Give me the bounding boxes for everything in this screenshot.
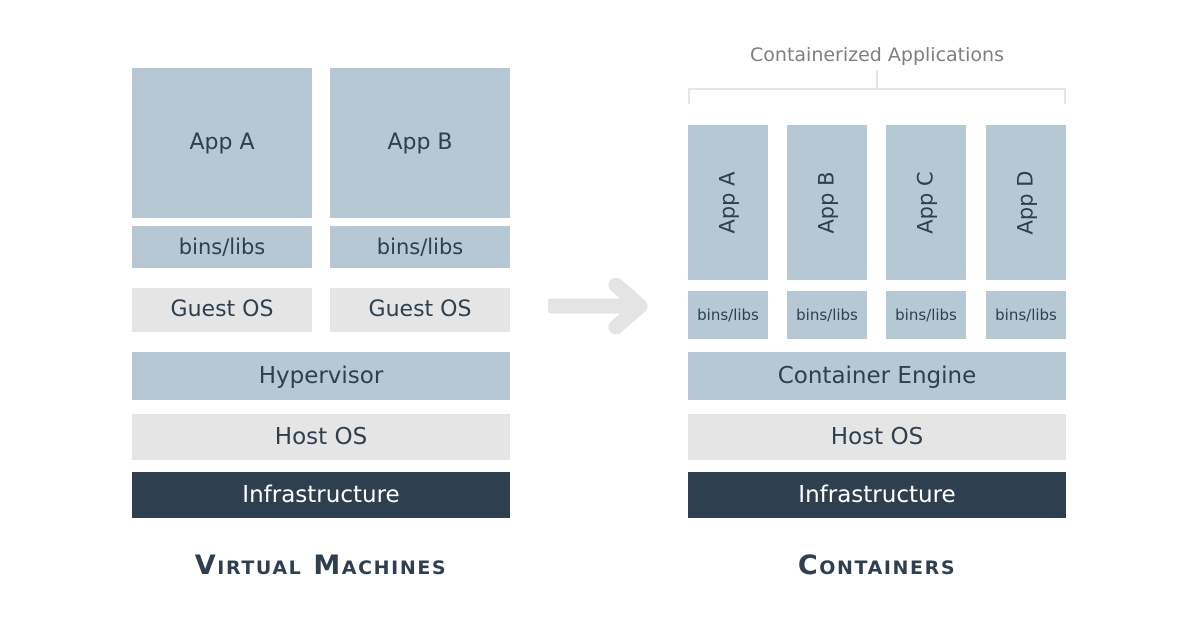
- bracket-horizontal-line: [688, 88, 1066, 90]
- container-app-box-c: App C: [886, 125, 966, 280]
- container-bins-box-b: bins/libs: [787, 291, 867, 339]
- virtual-machines-title: Virtual Machines: [194, 550, 448, 581]
- containerized-applications-bracket: [688, 70, 1066, 106]
- container-app-label-c: App C: [913, 171, 938, 234]
- vm-bins-label-b: bins/libs: [376, 234, 464, 259]
- containers-title: Containers: [797, 550, 957, 581]
- container-engine-label: Container Engine: [777, 362, 977, 389]
- vm-infrastructure-label: Infrastructure: [242, 481, 400, 508]
- bracket-tick-right: [1064, 88, 1066, 104]
- container-bins-box-c: bins/libs: [886, 291, 966, 339]
- vm-bins-label-a: bins/libs: [178, 234, 266, 259]
- container-bins-label-c: bins/libs: [895, 305, 957, 324]
- vm-guest-os-box-a: Guest OS: [132, 288, 312, 332]
- vm-bins-box-a: bins/libs: [132, 226, 312, 268]
- vm-app-box-a: App A: [132, 68, 312, 218]
- container-bins-label-b: bins/libs: [796, 305, 858, 324]
- vm-guest-os-label-b: Guest OS: [368, 297, 472, 322]
- vm-guest-os-label-a: Guest OS: [170, 297, 274, 322]
- bracket-stem: [876, 70, 878, 88]
- vm-bins-box-b: bins/libs: [330, 226, 510, 268]
- vm-guest-os-box-b: Guest OS: [330, 288, 510, 332]
- container-app-label-b: App B: [814, 171, 839, 234]
- vm-app-label-b: App B: [387, 130, 453, 155]
- vm-infrastructure-box: Infrastructure: [132, 472, 510, 518]
- vm-hypervisor-label: Hypervisor: [258, 362, 384, 389]
- bracket-tick-left: [688, 88, 690, 104]
- vm-hypervisor-box: Hypervisor: [132, 352, 510, 400]
- container-bins-label-d: bins/libs: [995, 305, 1057, 324]
- vm-host-os-box: Host OS: [132, 414, 510, 460]
- container-bins-box-a: bins/libs: [688, 291, 768, 339]
- containerized-applications-caption: Containerized Applications: [750, 44, 1004, 66]
- container-app-box-d: App D: [986, 125, 1066, 280]
- container-bins-label-a: bins/libs: [697, 305, 759, 324]
- vm-host-os-label: Host OS: [274, 423, 368, 450]
- container-engine-box: Container Engine: [688, 352, 1066, 400]
- container-host-os-label: Host OS: [830, 423, 924, 450]
- container-bins-box-d: bins/libs: [986, 291, 1066, 339]
- container-app-label-d: App D: [1013, 170, 1038, 235]
- container-app-box-b: App B: [787, 125, 867, 280]
- vm-app-box-b: App B: [330, 68, 510, 218]
- vm-app-label-a: App A: [189, 130, 255, 155]
- container-app-box-a: App A: [688, 125, 768, 280]
- container-host-os-box: Host OS: [688, 414, 1066, 460]
- container-app-label-a: App A: [715, 171, 740, 234]
- container-infrastructure-label: Infrastructure: [798, 481, 956, 508]
- container-infrastructure-box: Infrastructure: [688, 472, 1066, 518]
- right-arrow-icon: [544, 277, 652, 335]
